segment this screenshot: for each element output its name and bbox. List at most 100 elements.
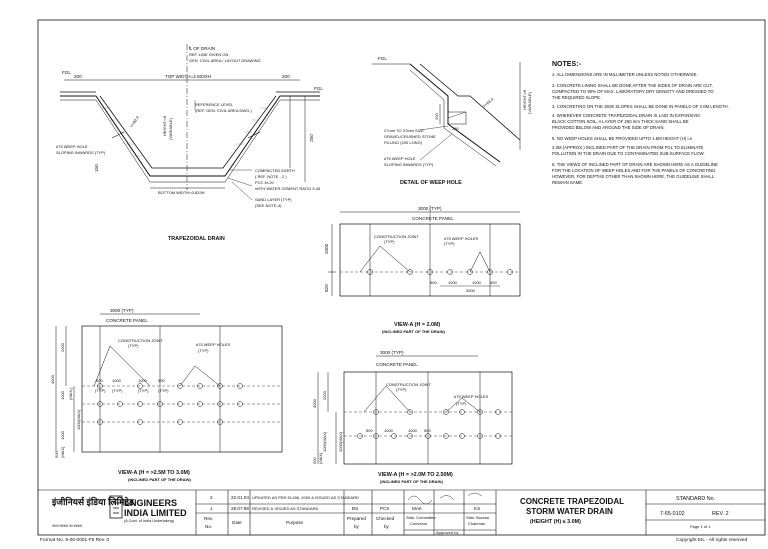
view20-dim-500max: (MAX) [318,452,323,464]
bottom-width-label: BOTTOM WIDTH=0.833H [158,190,205,195]
dim-200-left: 200 [74,74,82,79]
view20-dim-2000: 2000 [322,390,327,400]
note-line: 1. ALL DIMENSIONS ARE IN MILLIMETER UNLE… [552,72,698,77]
view25-weep-typ: (TYP) [198,348,209,353]
view-a-2m: 3000 (TYP) CONCRETE PANEL CONSTRUCTION J… [324,205,521,334]
detail-height-sub: (VARIABLE) [527,91,532,114]
weep-detail-title: DETAIL OF WEEP HOLE [400,180,462,186]
eil-logo-icon [109,495,123,519]
gravel-1: 27mm TO 37mm SIZE [384,128,424,133]
view20-dim-1000max-b: 1000(MAX) [338,431,343,452]
view25-top-dim: 3000 (TYP) [110,308,134,313]
view25-idim: 500 [158,378,165,383]
view25-idim: (TYP) [158,388,169,393]
gravel-2: GRAVEL/CRUSHED STONE [384,134,436,139]
hdr-chairman: Chairman [468,521,485,526]
note-line: FOR THE LOCATION OF WEEP HOLES AND FOR T… [552,168,717,173]
water-cement: WITH WATER CEMENT RATIO 0.45 [255,186,321,191]
view25-weep: #75 WEEP HOLES [196,342,230,347]
sand-note: (SEE NOTE-4) [255,203,282,208]
hdr-no: No. [205,524,212,529]
view2-panel: CONCRETE PANEL [412,216,454,221]
rev-purpose: UPDATED AS PER EL456, 2000 & ISSUED AS S… [252,495,359,500]
of-drain-1: ℄ OF DRAIN [188,46,215,51]
copyright: Copyright EIL - All rights reserved [676,537,748,543]
detail-fgl: FGL [378,56,387,61]
view25-dim-max: (MAX.) [68,387,73,400]
hdr-by: by [354,524,360,529]
view20-idim: 1000 [408,428,418,433]
view25-idim: 1000 [112,378,122,383]
dim-200-right: 200 [282,74,290,79]
weep-hole-sub: SLOPING INWARDS (TYP) [56,150,106,155]
view25-dim-1000max: 1000(MAX) [76,409,81,430]
height-variable: HEIGHT=H [162,116,167,136]
title-line3: (HEIGHT (H) ≤ 3.0M) [530,519,581,525]
title-block [38,489,765,535]
dim-150: 150 [94,164,99,172]
view25-idim: (TYP) [112,388,123,393]
detail-weep-1: #75 WEEP HOLE [384,156,416,161]
title-line2: STORM WATER DRAIN [526,507,613,516]
of-drain-3: GEN. CIVIL AREA / LAYOUT DRAWING [189,58,261,63]
view2-bdim: 500 [490,280,497,285]
view2-weep: #75 WEEP HOLES [444,236,478,241]
reference-level: REFERENCE LEVEL [195,102,234,107]
view25-idim: 1000 [138,378,148,383]
hdr-date: Date [232,520,242,525]
page-number: Page 1 of 1 [690,524,711,529]
hdr-purpose: Purpose [286,520,304,525]
note-line: THE REQUIRED SLOPE. [552,95,601,100]
reference-level-ref: (REF. GEN. CIVIL AREA DWG.) [195,108,252,113]
note-line: 4. WHEREVER CONCRETE TRAPEZOIDAL DRAIN I… [552,113,701,118]
sand-layer: SAND LAYER (TYP) [255,197,292,202]
hdr-approved-by: Approved by [436,530,458,535]
view25-dim-500max: (MAX) [60,446,65,458]
rev-checked: PCS [380,506,389,511]
rev-approved: KS [474,506,480,511]
detail-weep-2: SLOPING INWARDS (TYP) [384,162,434,167]
view20-joint: CONSTRUCTION JOINT [386,382,431,387]
drawing-title: CONCRETE TRAPEZOIDAL STORM WATER DRAIN (… [520,496,729,529]
view-a-25-30m: 3000 (TYP) CONCRETE PANEL CONSTRUCTION J… [50,308,283,482]
view25-dim-500: 500 [54,451,59,458]
note-line: REMAIN SAME. [552,180,583,185]
height-variable-sub: (VARIABLE) [168,117,173,140]
hdr-std-bureau: Stds. Bureau [466,515,489,520]
detail-dim-250: 250 [452,126,459,131]
view20-panel: CONCRETE PANEL [376,362,418,367]
rev-prepared: BS [352,506,358,511]
view25-idim: 500 [96,378,103,383]
note-line: COMPACTED TO 90% OF MAX. LABORATORY DRY … [552,89,714,94]
view20-weep-typ: (TYP) [456,401,467,406]
note-line: 5. NO WEEP HOLES SHALL BE PROVIDED UPTO … [552,136,693,141]
view2-dim-2000: 2000 [324,243,329,254]
view25-dim-4000: 4000 [50,374,55,384]
view2-subcaption: (INCLINED PART OF THE DRAIN) [382,329,445,334]
note-line: 2.0M (APPROX.) INCLINED PART OF THE DRAI… [552,145,704,150]
view20-joint-typ: (TYP) [396,387,407,392]
view25-joint-typ: (TYP) [128,343,139,348]
view25-dim-1000: 1000 [60,390,65,400]
view25-idim: (TYP) [138,388,149,393]
logo-tagline: भारत सरकार का उपक्रम [52,524,83,528]
view2-joint-typ: (TYP) [384,239,395,244]
note-line: PROVIDED BELOW AND AROUND THE SIDE OF DR… [552,125,665,130]
rev-no: 1 [210,506,213,511]
view20-caption: VIEW-A (H = >2.0M TO 2.50M) [378,472,453,478]
weep-hole-label: #75 WEEP HOLE [56,144,88,149]
fgl-left: FGL [62,70,71,75]
note-line: 3. CONCRETING ON THE SIDE SLOPES SHALL B… [552,104,729,109]
top-width-label: TOP WIDTH=2.833XH [165,74,211,79]
rev-std: MAK [412,506,423,511]
note-line: BLACK COTTON SOIL, A LAYER OF 250 mm THI… [552,119,689,124]
hdr-convenor: Convenor [410,521,428,526]
compacted-earth: COMPACTED EARTH [255,168,295,173]
view2-bdim-total: 3000 [466,288,476,293]
view20-top-dim: 3000 (TYP) [380,350,404,355]
view25-dim-2000: 2000 [60,342,65,352]
fgl-right: FGL [314,86,323,91]
note-line: 6. THE VIEWS OF INCLINED PART OF DRAIN A… [552,162,718,167]
